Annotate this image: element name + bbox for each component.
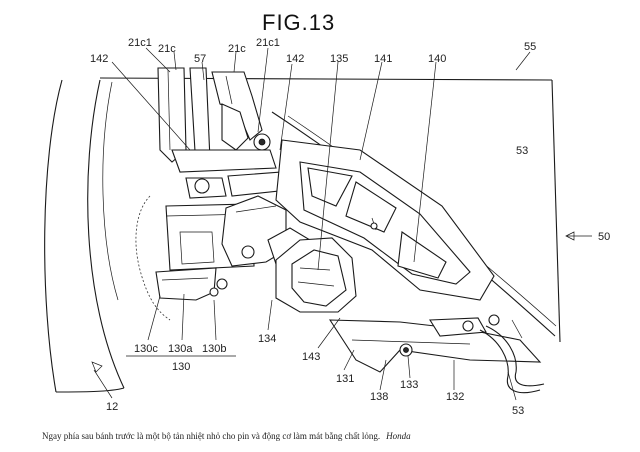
image-caption: Ngay phía sau bánh trước là một bộ tản n…: [42, 431, 411, 441]
label-138: 138: [370, 391, 388, 403]
frame-pipes: [157, 67, 263, 169]
label-143: 143: [302, 351, 320, 363]
label-133: 133: [400, 379, 418, 391]
label-132: 132: [446, 391, 464, 403]
hose-clip: [155, 267, 228, 301]
mount-bracket: [171, 133, 289, 199]
label-142-left: 142: [90, 53, 108, 65]
label-135: 135: [330, 53, 348, 65]
label-142-right: 142: [286, 53, 304, 65]
front-wheel: [44, 79, 171, 393]
label-140: 140: [428, 53, 446, 65]
label-130a: 130a: [168, 343, 193, 355]
caption-text: Ngay phía sau bánh trước là một bộ tản n…: [42, 431, 381, 441]
label-12: 12: [106, 401, 118, 413]
label-130b: 130b: [202, 343, 226, 355]
reference-labels: 21c1 21c 142 57 21c 21c1 142 135 141 140…: [90, 37, 610, 417]
label-50: 50: [598, 231, 610, 243]
label-134: 134: [258, 333, 276, 345]
label-21c-right: 21c: [228, 43, 246, 55]
label-131: 131: [336, 373, 354, 385]
label-53-upper: 53: [516, 145, 528, 157]
label-141: 141: [374, 53, 392, 65]
coolant-hose: [479, 325, 545, 394]
figure-title: FIG.13: [262, 10, 335, 35]
label-21c1-left: 21c1: [128, 37, 152, 49]
label-57: 57: [194, 53, 206, 65]
label-130: 130: [172, 361, 190, 373]
radiator-frame: [275, 139, 495, 301]
coolant-pump: [275, 237, 357, 313]
label-21c1-right: 21c1: [256, 37, 280, 49]
label-130c: 130c: [134, 343, 158, 355]
leader-lines: [91, 47, 592, 401]
label-53-lower: 53: [512, 405, 524, 417]
label-55: 55: [524, 41, 536, 53]
label-21c-left: 21c: [158, 43, 176, 55]
fan-housing: [221, 195, 311, 267]
lower-arm: [328, 314, 542, 373]
caption-credit: Honda: [386, 431, 411, 441]
